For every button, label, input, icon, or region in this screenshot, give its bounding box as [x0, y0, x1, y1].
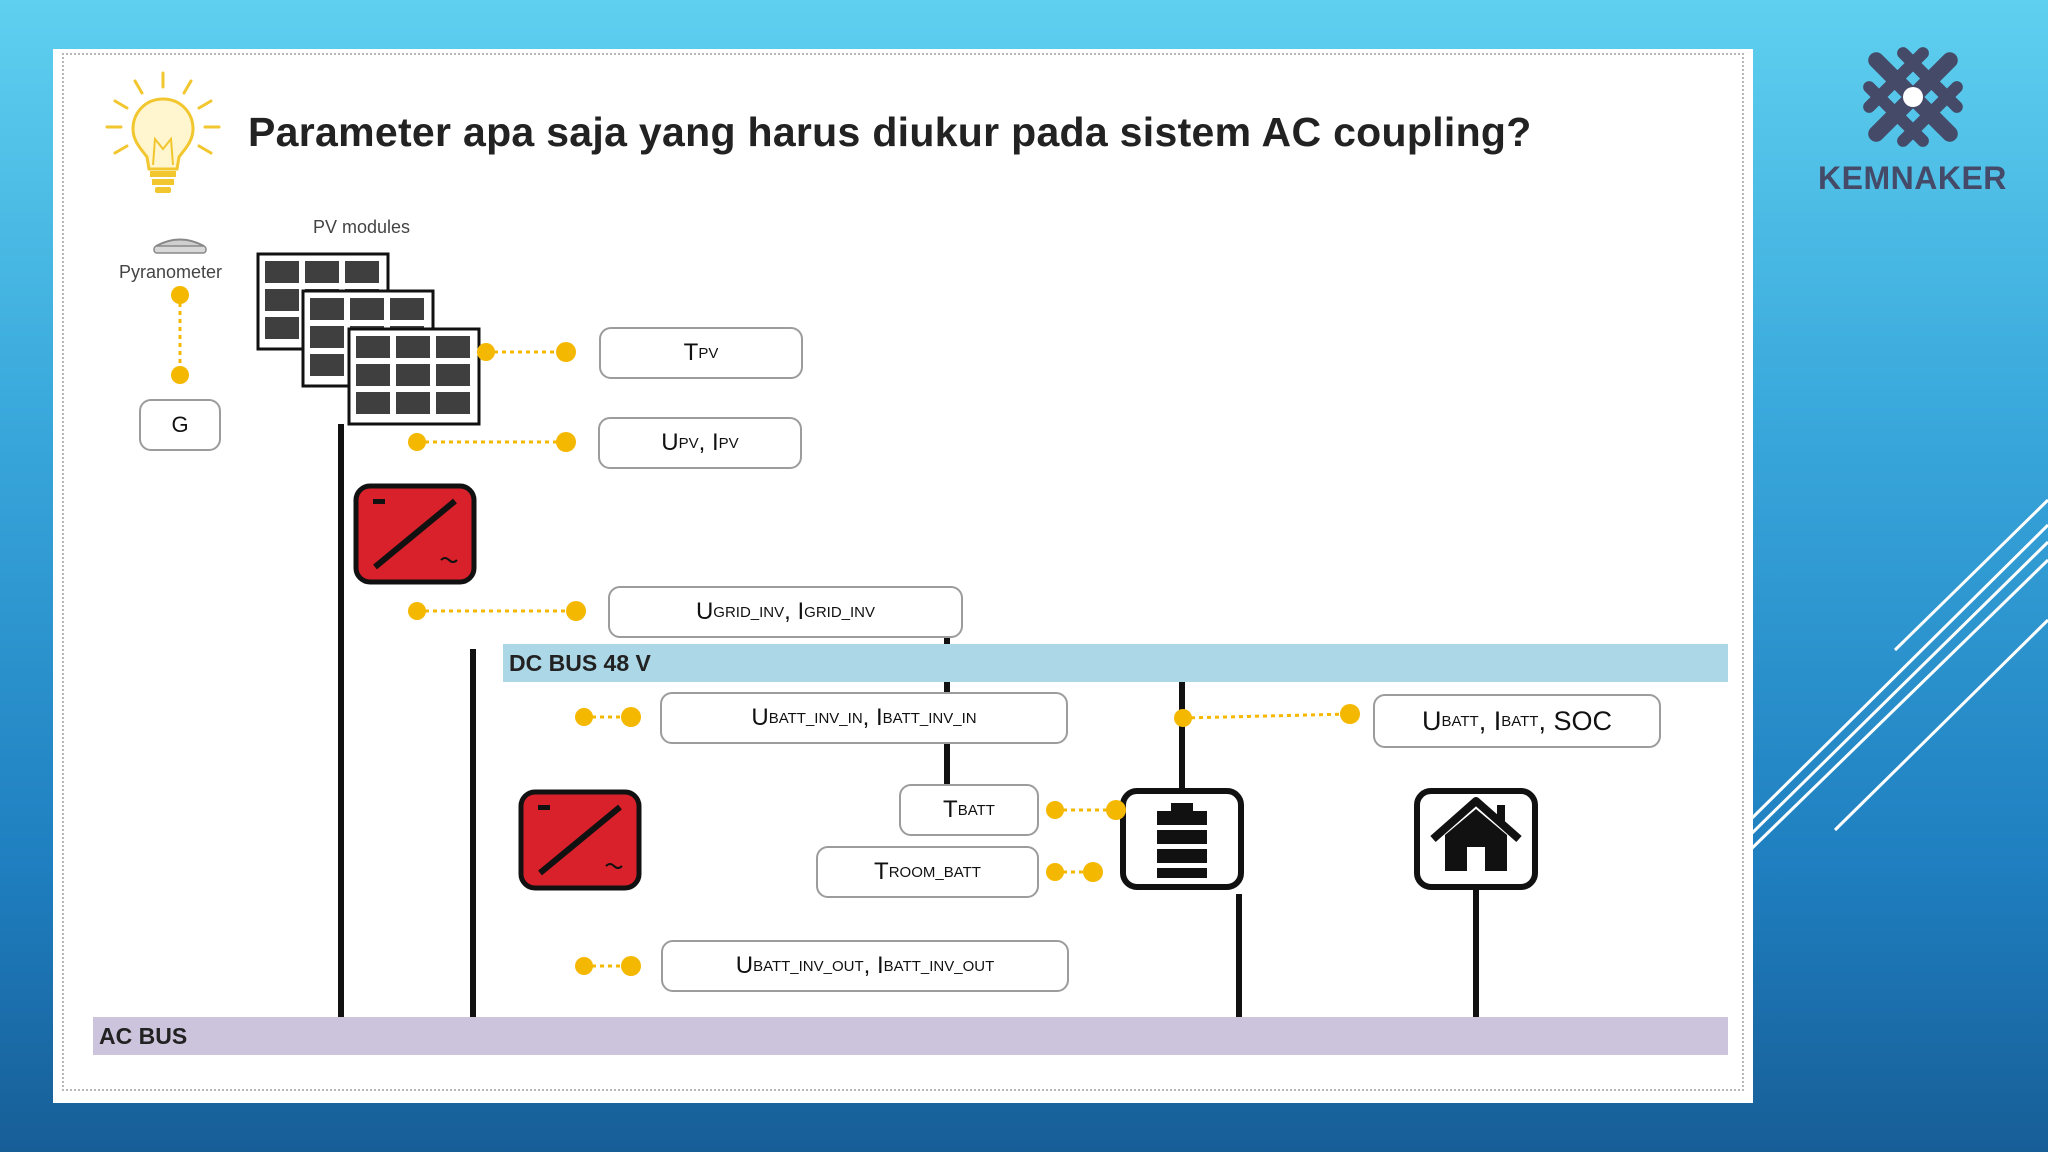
ac-bus-bar: AC BUS	[93, 1017, 1728, 1055]
kemnaker-logo-icon	[1863, 47, 1963, 147]
decorative-lines	[1745, 498, 2048, 857]
dotted-frame	[62, 53, 1744, 1091]
kemnaker-logo-text: KEMNAKER	[1818, 160, 2007, 196]
inverter-icon	[353, 483, 477, 585]
slide-card: Parameter apa saja yang harus diukur pad…	[53, 49, 1753, 1103]
house-icon	[1414, 788, 1538, 890]
dc-bus-label: DC BUS 48 V	[509, 649, 651, 676]
pv-panel-icon	[256, 252, 481, 426]
irradiance-label: G	[171, 412, 189, 437]
ac-bus-label: AC BUS	[99, 1022, 188, 1049]
pv-modules-label: PV modules	[313, 217, 411, 237]
inverter-icon	[518, 789, 642, 891]
pyranometer-icon	[153, 238, 207, 254]
irradiance-box: G	[139, 399, 221, 451]
slide-title: Parameter apa saja yang harus diukur pad…	[248, 109, 1532, 155]
bulb-icon	[105, 71, 221, 193]
battery-icon	[1120, 788, 1244, 890]
dc-bus-bar: DC BUS 48 V	[503, 644, 1728, 682]
pyranometer-label: Pyranometer	[119, 262, 223, 282]
